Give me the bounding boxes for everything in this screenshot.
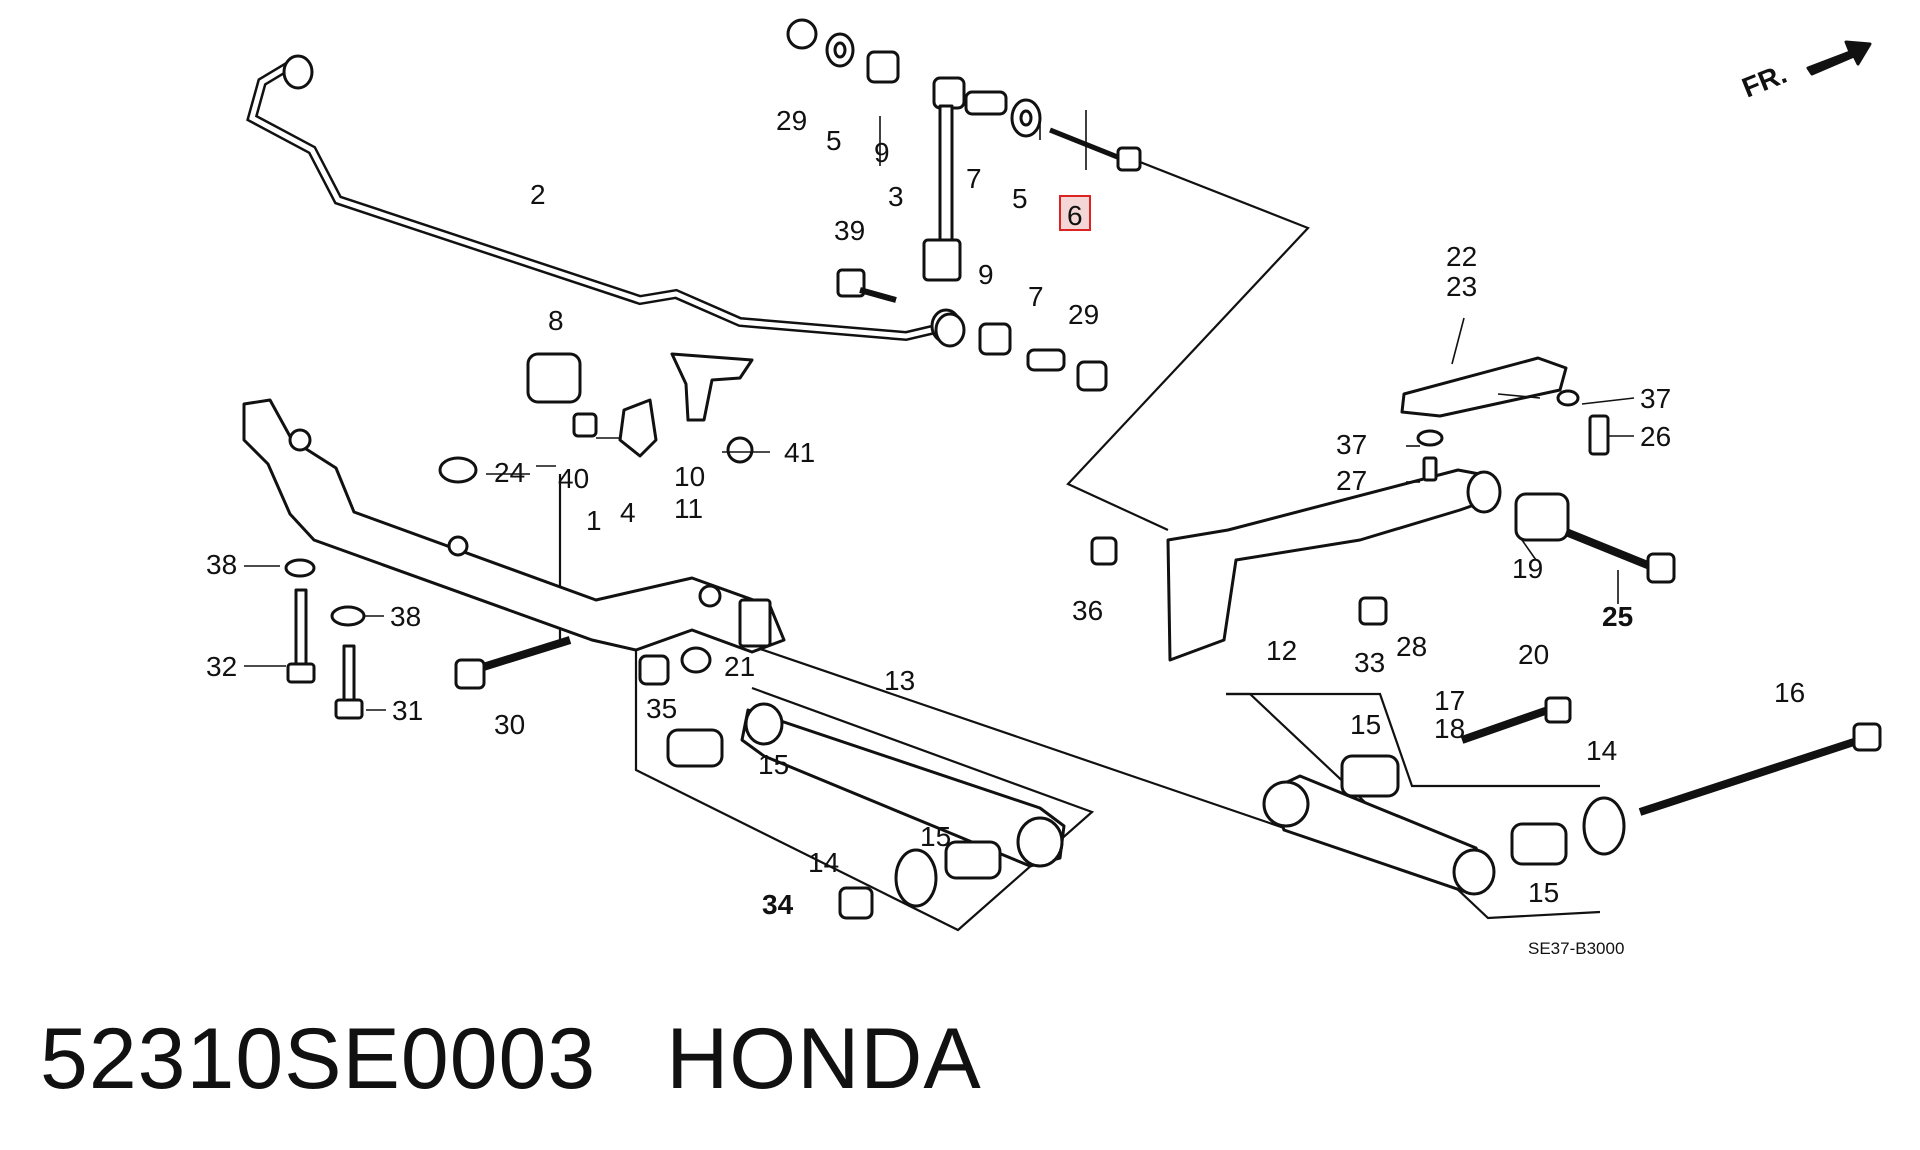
front-direction-label: FR. (1738, 58, 1791, 104)
callout-16: 16 (1774, 677, 1805, 708)
callout-15-c: 15 (1350, 709, 1381, 740)
stabilizer-bar (246, 54, 962, 344)
callout-3: 3 (888, 181, 904, 212)
callout-7-top: 7 (966, 163, 982, 194)
callout-17: 17 (1434, 685, 1465, 716)
callout-15-d: 15 (1528, 877, 1559, 908)
callout-11: 11 (674, 493, 703, 524)
callout-41: 41 (784, 437, 815, 468)
callout-27: 27 (1336, 465, 1367, 496)
callout-21: 21 (724, 651, 755, 682)
callout-38-left: 38 (206, 549, 237, 580)
subframe-hardware (284, 558, 712, 720)
callout-28: 28 (1396, 631, 1427, 662)
callout-20: 20 (1518, 639, 1549, 670)
callout-12: 12 (1266, 635, 1297, 666)
callout-15-a: 15 (758, 749, 789, 780)
callout-5-mid: 5 (1012, 183, 1028, 214)
callout-8: 8 (548, 305, 564, 336)
part-number: 52310SE0003 (40, 1011, 597, 1107)
callout-14-right: 14 (1586, 735, 1617, 766)
callout-39: 39 (834, 215, 865, 246)
highlight-box-6 (1059, 195, 1091, 231)
callout-23: 23 (1446, 271, 1477, 302)
callout-36: 36 (1072, 595, 1103, 626)
callout-15-b: 15 (920, 821, 951, 852)
callout-22: 22 (1446, 241, 1477, 272)
callout-29-mid: 29 (1068, 299, 1099, 330)
callout-4: 4 (620, 497, 636, 528)
stabilizer-bushing-and-brackets (438, 352, 754, 484)
callout-25: 25 (1602, 601, 1633, 632)
callout-18: 18 (1434, 713, 1465, 744)
callout-1: 1 (586, 505, 602, 536)
callout-40: 40 (558, 463, 589, 494)
callout-13: 13 (884, 665, 915, 696)
lower-arm-12 (1262, 696, 1882, 896)
callout-19: 19 (1512, 553, 1543, 584)
callout-33: 33 (1354, 647, 1385, 678)
callout-14-left: 14 (808, 847, 839, 878)
stabilizer-link (786, 18, 1142, 392)
guide-lines (558, 160, 1601, 932)
callout-35: 35 (646, 693, 677, 724)
callout-37-right: 37 (1640, 383, 1671, 414)
front-direction-arrow: FR. (1738, 40, 1872, 104)
callout-37-left: 37 (1336, 429, 1367, 460)
callout-2: 2 (530, 179, 546, 210)
part-caption: 52310SE0003 HONDA (40, 1010, 1052, 1109)
leader-lines (244, 110, 1635, 711)
callout-10: 10 (674, 461, 705, 492)
callout-6: 6 (1067, 200, 1083, 231)
callout-32: 32 (206, 651, 237, 682)
callout-5-top: 5 (826, 125, 842, 156)
callout-30: 30 (494, 709, 525, 740)
callout-31: 31 (392, 695, 423, 726)
lower-arm-13 (666, 702, 1066, 920)
callout-7-mid: 7 (1028, 281, 1044, 312)
diagram-code: SE37-B3000 (1528, 939, 1624, 958)
callout-9-mid: 9 (978, 259, 994, 290)
rear-subframe (242, 398, 786, 654)
callout-9-top: 9 (874, 137, 890, 168)
callout-38-right: 38 (390, 601, 421, 632)
brand-name: HONDA (666, 1011, 982, 1107)
callout-24: 24 (494, 457, 525, 488)
callouts: 29 5 9 3 7 5 6 39 9 7 29 2 8 40 4 10 11 … (206, 105, 1805, 920)
callout-34: 34 (762, 889, 794, 920)
upper-arm-assembly (1090, 356, 1676, 662)
callout-26: 26 (1640, 421, 1671, 452)
callout-29-top: 29 (776, 105, 807, 136)
